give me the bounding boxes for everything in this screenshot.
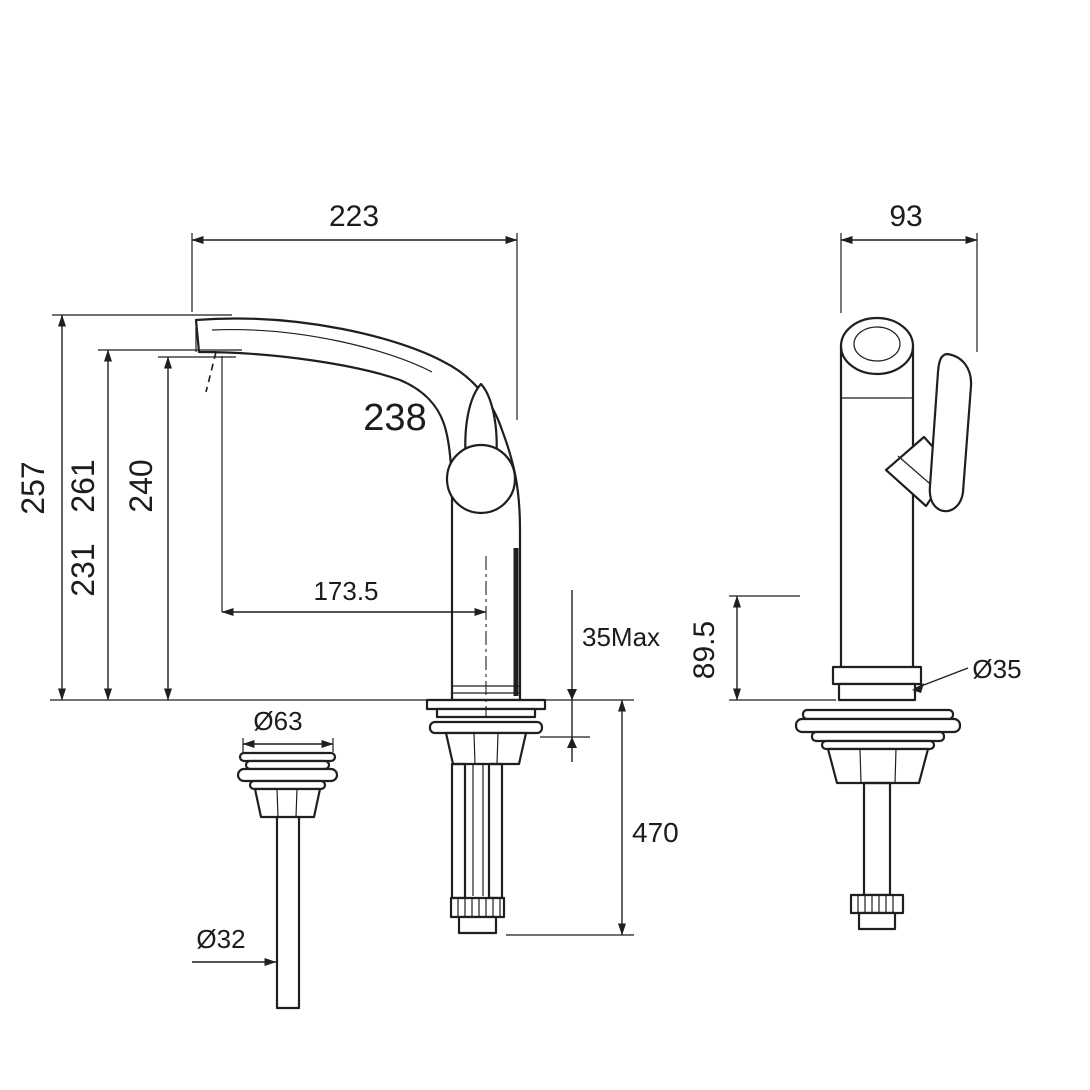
dim-173-label: 173.5: [313, 576, 378, 606]
threaded-stud-right: [487, 762, 504, 900]
dim-231-label: 231: [65, 543, 101, 596]
joint-droplet: [464, 382, 498, 464]
dim-32-label: Ø32: [196, 924, 245, 954]
drain-washer: [248, 779, 327, 791]
side-view: [194, 317, 547, 935]
front-coupling-end: [857, 911, 897, 931]
front-coupling-knurl: [857, 895, 894, 913]
drain-flange-bead: [236, 767, 339, 783]
coupling-knurl: [457, 898, 501, 917]
drain-flange-top: [238, 751, 337, 763]
mounting-nut-facets: [473, 732, 499, 765]
front-base-foot: [837, 682, 917, 702]
spout-head-inner: [853, 326, 901, 362]
supply-hoses: [472, 764, 484, 896]
front-base-flare: [831, 665, 923, 686]
threaded-stud-left: [450, 762, 467, 900]
handle-lever: [928, 352, 973, 513]
spout-body-outline: [194, 317, 522, 702]
ball-joint: [445, 443, 517, 515]
dim-238-label: 238: [363, 397, 426, 439]
dim-spout-reach-label: 223: [329, 200, 379, 233]
drain-tailpipe: [275, 815, 301, 1010]
dim-63-label: Ø63: [253, 706, 302, 736]
ext-93: [840, 233, 978, 352]
escutcheon-2: [794, 717, 962, 734]
escutcheon-1: [801, 708, 955, 721]
front-mounting-nut: [826, 747, 930, 785]
arrow-35max-top: [567, 689, 577, 700]
base-washer: [428, 720, 544, 735]
escutcheon-3: [810, 730, 946, 743]
arrow-35max-bottom: [567, 737, 577, 748]
front-coupling: [849, 893, 905, 915]
ext-89: [729, 595, 836, 701]
coupling-end: [457, 915, 498, 935]
dimension-lines: 223 93 238 257 261 231 240 173.5 35Max 4…: [15, 200, 1022, 966]
dim-470-label: 470: [632, 817, 679, 848]
leader-35: [915, 667, 969, 689]
drain-assembly: [236, 751, 339, 1010]
arrow-35: [912, 683, 924, 693]
dim-89-label: 89.5: [688, 621, 721, 679]
drain-flange-mid: [244, 759, 331, 771]
front-mounting-nut-facets: [859, 748, 897, 784]
dim-35max-label: 35Max: [582, 622, 660, 652]
front-threaded-shank: [862, 781, 892, 897]
drain-nut-facets: [276, 788, 298, 818]
front-body: [839, 344, 915, 702]
ext-63: [242, 738, 334, 752]
dim-240-label: 240: [123, 459, 159, 512]
dim-261-label: 261: [65, 459, 101, 512]
escutcheon-4: [820, 739, 936, 751]
ext-223: [191, 233, 518, 420]
dim-35-label: Ø35: [972, 654, 1021, 684]
dim-front-width-label: 93: [889, 200, 922, 233]
hose-coupling: [449, 896, 506, 919]
mounting-nut: [444, 731, 528, 766]
spout-highlight: [211, 328, 433, 373]
drain-nut: [253, 787, 322, 819]
front-view: [794, 316, 973, 931]
dim-257-label: 257: [15, 461, 51, 514]
outlet-break-line: [205, 351, 217, 393]
